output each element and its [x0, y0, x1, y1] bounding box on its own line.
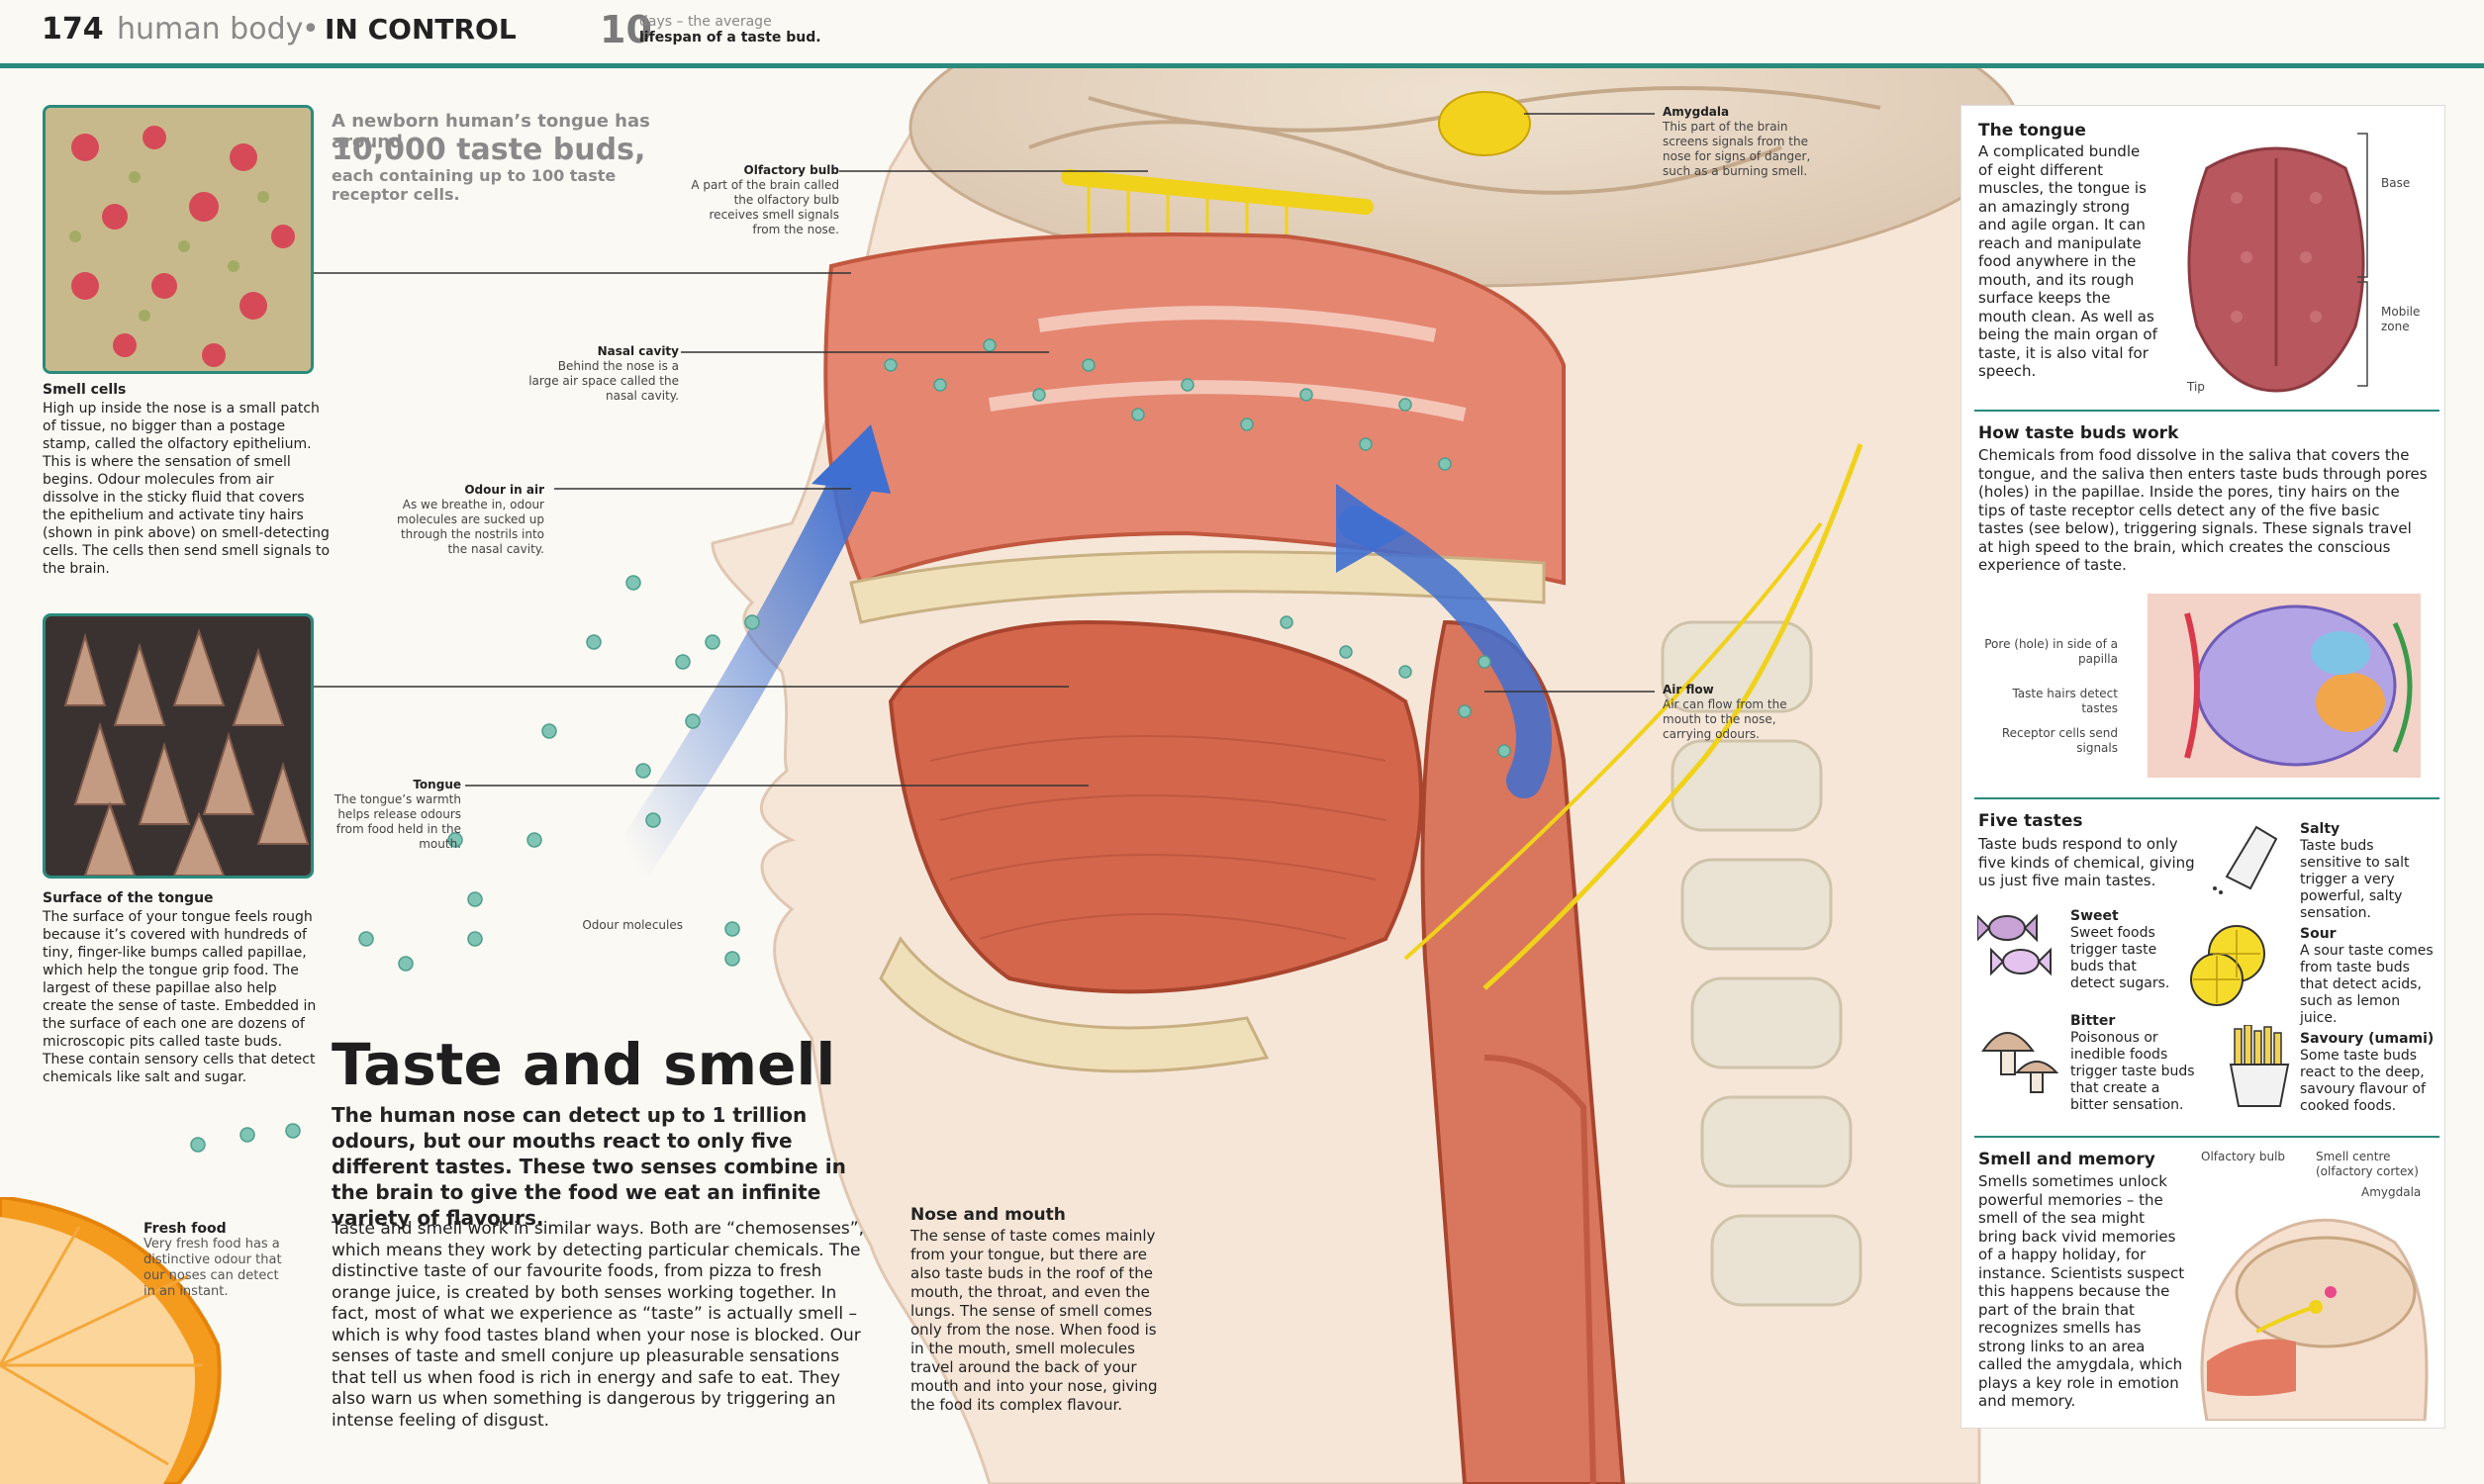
- taste-savoury-text: Some taste buds react to the deep, savou…: [2300, 1048, 2426, 1114]
- tongue-illustration: [2187, 146, 2365, 393]
- page-body-text: Taste and smell work in similar ways. Bo…: [332, 1219, 864, 1431]
- five-tastes-heading: Five tastes: [1978, 811, 2083, 831]
- label-amygdala-heading: Amygdala: [1663, 105, 1730, 119]
- memory-heading: Smell and memory: [1978, 1150, 2155, 1169]
- tongue-zone-brackets: [2357, 133, 2368, 387]
- section-separator-icon: •: [302, 12, 320, 46]
- tongue-heading: The tongue: [1978, 121, 2086, 140]
- tongue-label-tip: Tip: [2187, 380, 2205, 394]
- label-olfactory-bulb-heading: Olfactory bulb: [743, 163, 839, 177]
- sweets-icon: [1977, 913, 2052, 976]
- orange-slice-illustration: [0, 1197, 222, 1484]
- page-title: Taste and smell: [332, 1031, 836, 1098]
- mushroom-icon: [1981, 1032, 2059, 1093]
- page-number: 174: [42, 12, 104, 46]
- memory-label-centre: Smell centre (olfactory cortex): [2316, 1150, 2419, 1178]
- taste-bud-label-pore: Pore (hole) in side of a papilla: [1984, 637, 2118, 666]
- label-odour-in-air-heading: Odour in air: [464, 483, 544, 497]
- taste-sour-text: A sour taste comes from taste buds that …: [2300, 943, 2434, 1026]
- taste-bud-label-cells: Receptor cells send signals: [2001, 726, 2118, 755]
- lemon-icon: [2190, 925, 2265, 1006]
- header-fact-line1: days – the average: [639, 14, 772, 30]
- surface-tongue-text: The surface of your tongue feels rough b…: [43, 909, 317, 1085]
- tongue-label-mobile: Mobile zone: [2381, 305, 2421, 333]
- label-odour-molecules: Odour molecules: [582, 918, 683, 932]
- header-fact-number: 10: [600, 8, 652, 51]
- panel-divider: [1974, 797, 2439, 799]
- subsection-title: IN CONTROL: [325, 13, 517, 46]
- label-air-flow-text: Air can flow from the mouth to the nose,…: [1663, 697, 1787, 741]
- taste-bitter-name: Bitter: [2070, 1013, 2116, 1029]
- panel-divider: [1974, 1136, 2439, 1138]
- label-tongue-text: The tongue’s warmth helps release odours…: [334, 792, 461, 851]
- header-fact-line2: lifespan of a taste bud.: [639, 30, 821, 46]
- taste-sour-name: Sour: [2300, 926, 2337, 942]
- taste-buds-heading: How taste buds work: [1978, 423, 2179, 443]
- newborn-fact-big: 10,000 taste buds,: [332, 133, 646, 167]
- fresh-food-heading: Fresh food: [143, 1221, 227, 1237]
- label-nasal-cavity-heading: Nasal cavity: [597, 344, 679, 358]
- surface-tongue-heading: Surface of the tongue: [43, 890, 214, 906]
- taste-bitter-text: Poisonous or inedible foods trigger tast…: [2070, 1030, 2195, 1113]
- smell-cells-photo: [43, 105, 314, 374]
- taste-sweet-name: Sweet: [2070, 908, 2119, 924]
- memory-label-amygdala: Amygdala: [2361, 1185, 2422, 1199]
- smell-cells-text: High up inside the nose is a small patch…: [43, 401, 331, 577]
- label-tongue-heading: Tongue: [413, 778, 461, 791]
- tongue-surface-photo: [43, 613, 314, 879]
- taste-buds-text: Chemicals from food dissolve in the sali…: [1978, 446, 2428, 574]
- tongue-label-base: Base: [2381, 176, 2411, 190]
- header-rule: [0, 63, 2484, 68]
- nose-mouth-text: The sense of taste comes mainly from you…: [910, 1227, 1158, 1414]
- newborn-fact-line1: A newborn human’s tongue has around: [332, 111, 650, 152]
- head-cross-section-illustration: [190, 68, 2021, 1484]
- nose-mouth-heading: Nose and mouth: [910, 1205, 1066, 1225]
- label-nasal-cavity-text: Behind the nose is a large air space cal…: [528, 359, 679, 403]
- taste-salty-text: Taste buds sensitive to salt trigger a v…: [2300, 838, 2410, 921]
- tongue-text: A complicated bundle of eight different …: [1978, 142, 2157, 380]
- taste-bud-illustration: [2148, 594, 2421, 778]
- five-tastes-text: Taste buds respond to only five kinds of…: [1978, 835, 2195, 889]
- label-odour-in-air-text: As we breathe in, odour molecules are su…: [397, 498, 544, 556]
- memory-text: Smells sometimes unlock powerful memorie…: [1978, 1172, 2185, 1410]
- label-amygdala-text: This part of the brain screens signals f…: [1663, 120, 1811, 178]
- panel-divider: [1974, 410, 2439, 412]
- taste-salty-name: Salty: [2300, 821, 2341, 837]
- taste-bud-label-hairs: Taste hairs detect tastes: [2012, 687, 2118, 715]
- label-air-flow-heading: Air flow: [1663, 683, 1714, 696]
- smell-cells-heading: Smell cells: [43, 382, 127, 398]
- label-olfactory-bulb-text: A part of the brain called the olfactory…: [691, 178, 839, 236]
- taste-savoury-name: Savoury (umami): [2300, 1031, 2435, 1047]
- section-title: human body: [117, 12, 304, 46]
- fresh-food-text: Very fresh food has a distinctive odour …: [143, 1237, 282, 1299]
- page-intro: The human nose can detect up to 1 trilli…: [332, 1103, 846, 1230]
- head-memory-illustration: [2200, 1218, 2429, 1421]
- memory-label-bulb: Olfactory bulb: [2201, 1150, 2286, 1163]
- fries-icon: [2229, 1025, 2290, 1107]
- newborn-fact-line2: each containing up to 100 taste receptor…: [332, 166, 617, 204]
- taste-sweet-text: Sweet foods trigger taste buds that dete…: [2070, 925, 2170, 991]
- salt-shaker-icon: [2213, 825, 2278, 894]
